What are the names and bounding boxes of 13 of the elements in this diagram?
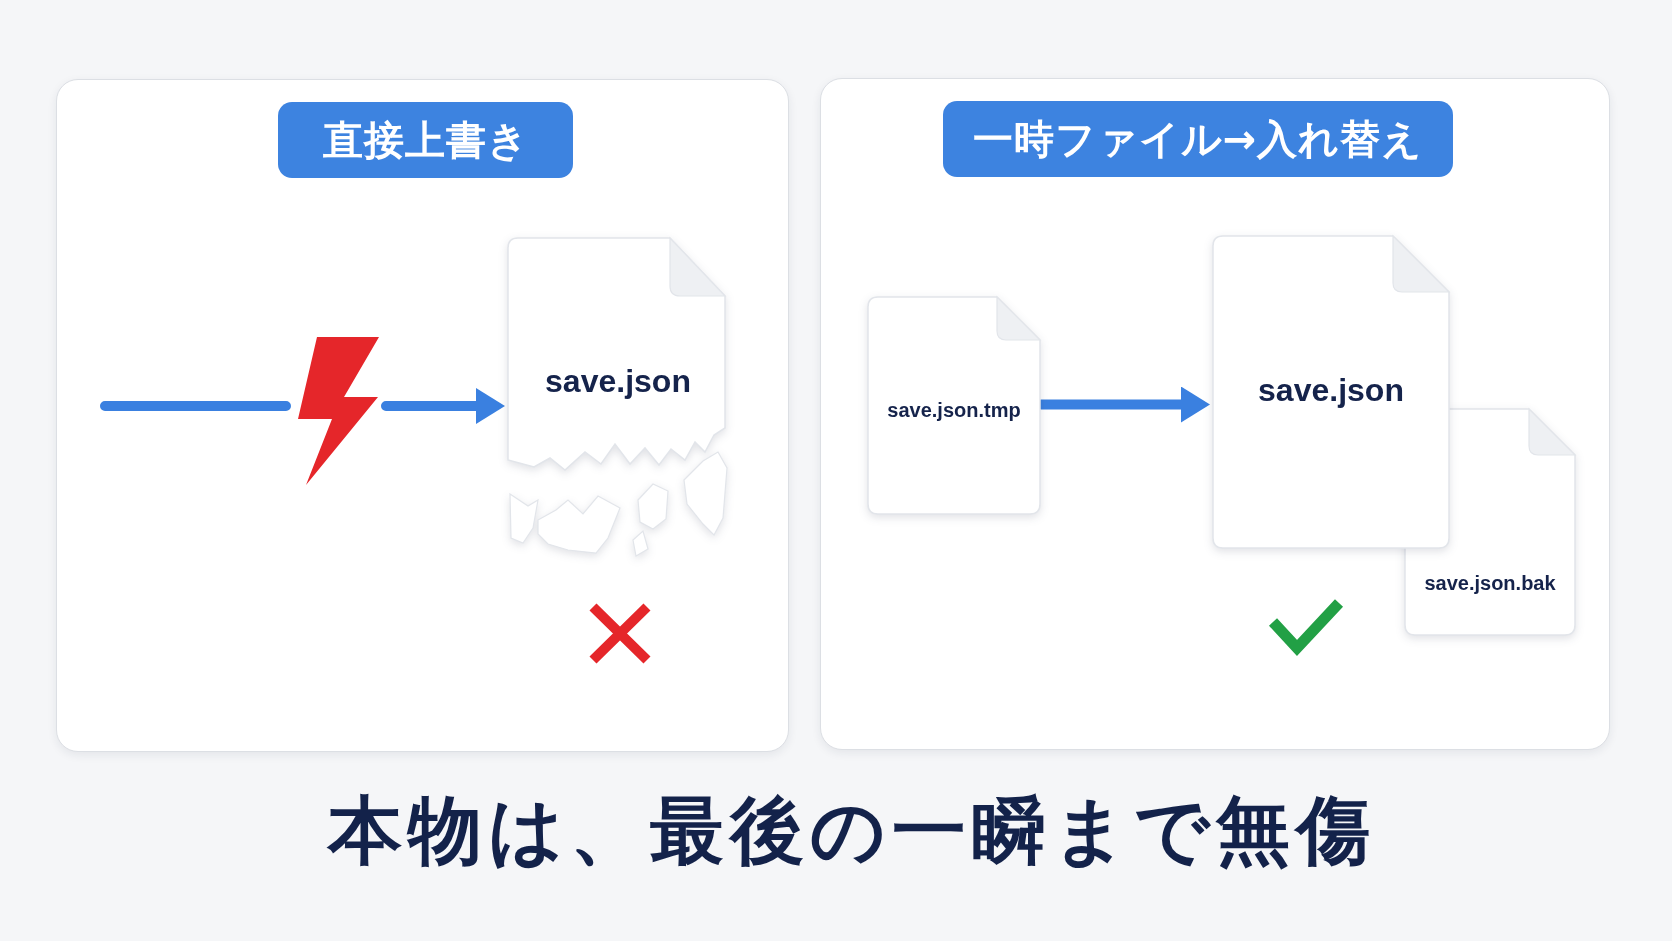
file-name: save.json.bak: [1424, 571, 1556, 595]
panel: [56, 79, 789, 752]
arrow: [100, 388, 505, 424]
file-name: save.json: [1258, 370, 1404, 410]
panel: [820, 78, 1610, 750]
file-name: save.json: [545, 361, 691, 401]
document: [868, 297, 1040, 514]
caption: 本物は、最後の一瞬まで無傷: [328, 790, 1376, 872]
heading-badge: 一時ファイル→入れ替え: [943, 101, 1453, 177]
document: [1213, 236, 1449, 548]
file-name: save.json.tmp: [887, 398, 1021, 422]
heading-badge: 直接上書き: [278, 102, 573, 178]
torn-document: [508, 238, 728, 557]
